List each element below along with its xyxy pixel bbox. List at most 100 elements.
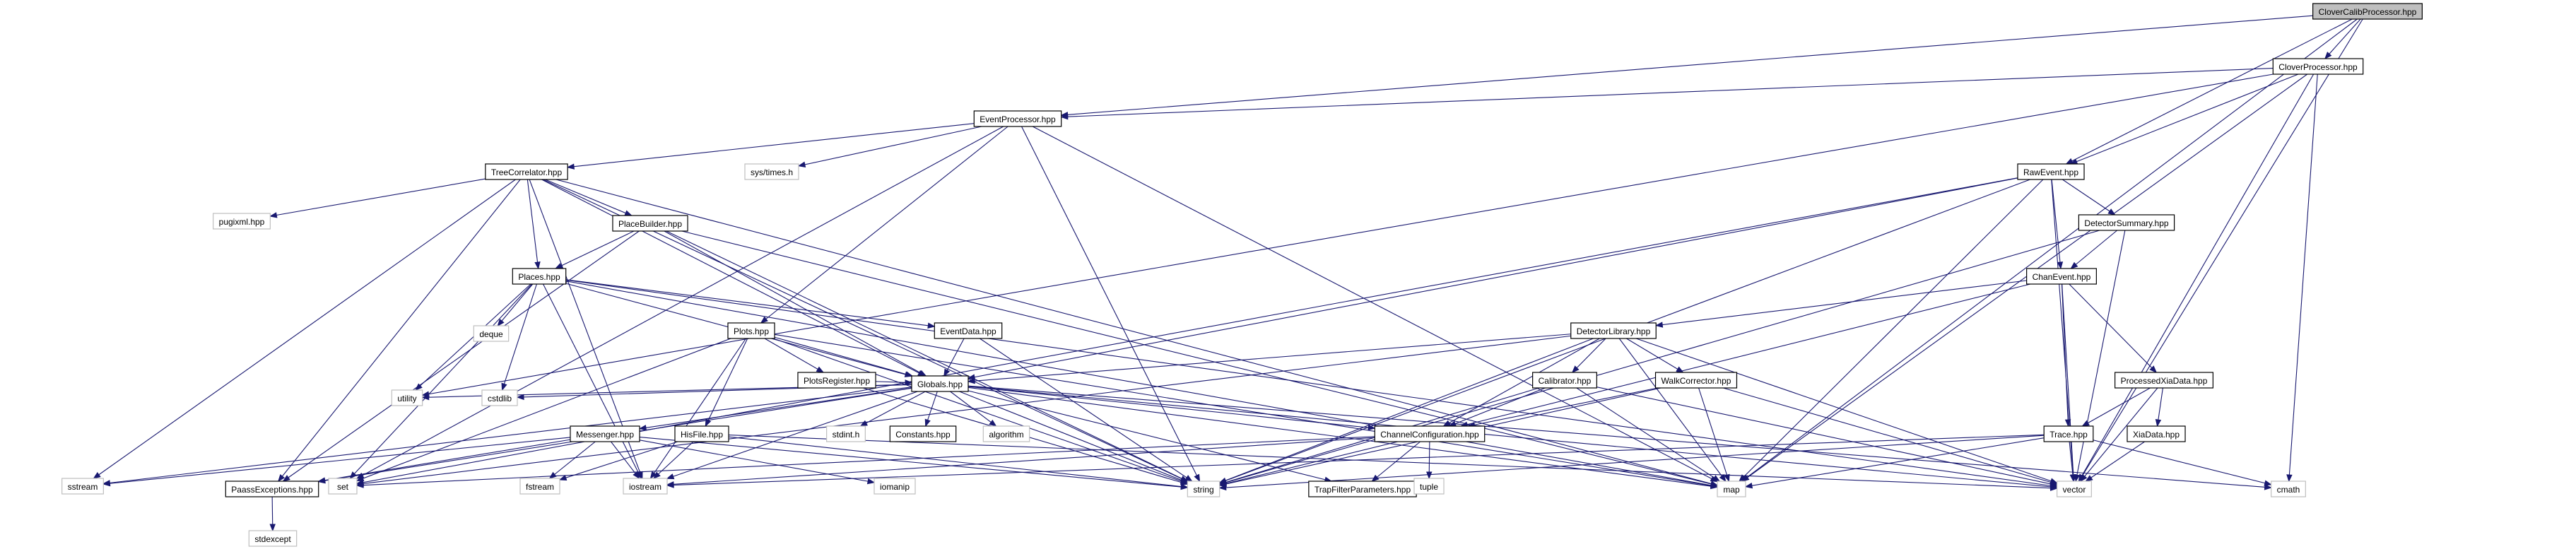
edge-rawevent-to-globals xyxy=(968,177,2018,379)
arrowhead-globals-to-iostream xyxy=(666,473,675,480)
node-label-messenger: Messenger.hpp xyxy=(576,430,634,440)
node-label-procxia: ProcessedXiaData.hpp xyxy=(2121,376,2208,386)
arrowhead-places-to-cstdlib xyxy=(501,382,507,391)
arrowhead-messenger-to-iomanip xyxy=(866,478,876,485)
arrowhead-clover-to-eventproc xyxy=(1060,113,1069,120)
arrowhead-detlib-to-globals xyxy=(967,377,975,384)
arrowhead-clover-to-cmath xyxy=(2286,474,2293,483)
edge-chanconfig-to-iostream xyxy=(666,437,1375,485)
arrowhead-rawevent-to-detsummary xyxy=(2107,208,2116,216)
arrowhead-globals-to-chanconfig xyxy=(1368,424,1376,431)
node-detlib[interactable]: DetectorLibrary.hpp xyxy=(1570,322,1657,339)
node-utility: utility xyxy=(391,389,423,406)
node-box-places xyxy=(512,268,567,285)
edge-plots-to-hisfile xyxy=(705,338,748,427)
arrowhead-detlib-to-calibrator xyxy=(1571,365,1580,373)
node-xiadata[interactable]: XiaData.hpp xyxy=(2127,425,2186,442)
node-box-utility xyxy=(391,389,423,406)
node-places[interactable]: Places.hpp xyxy=(512,268,567,285)
node-calibrator[interactable]: Calibrator.hpp xyxy=(1532,372,1597,389)
node-hisfile[interactable]: HisFile.hpp xyxy=(674,425,729,442)
arrowhead-eventproc-to-plots xyxy=(760,316,768,324)
arrowhead-messenger-to-iostream xyxy=(633,471,640,480)
node-eventproc[interactable]: EventProcessor.hpp xyxy=(973,110,1062,127)
edge-treecorr-to-sstream xyxy=(93,179,516,479)
node-label-places: Places.hpp xyxy=(518,272,560,282)
arrowhead-places-to-utility xyxy=(414,383,423,391)
arrowhead-paassexc-to-stdexcept xyxy=(269,524,276,532)
node-clover[interactable]: CloverProcessor.hpp xyxy=(2272,58,2364,75)
node-treecorr[interactable]: TreeCorrelator.hpp xyxy=(485,163,568,180)
edge-eventproc-to-string xyxy=(1021,126,1200,482)
edge-clover-to-rawevent xyxy=(2070,73,2299,165)
edge-hisfile-to-fstream xyxy=(559,441,678,481)
node-label-systimes: sys/times.h xyxy=(751,167,793,177)
edge-treecorr-to-map xyxy=(555,179,1718,486)
edge-clover-to-vector xyxy=(2078,73,2315,482)
edge-plots-to-globals xyxy=(774,336,912,377)
node-label-rawevent: RawEvent.hpp xyxy=(2023,167,2078,177)
node-box-walkcorr xyxy=(1654,372,1738,389)
node-box-vector xyxy=(2057,481,2092,497)
edge-clover-to-eventproc xyxy=(1061,68,2274,118)
node-label-treecorr: TreeCorrelator.hpp xyxy=(491,167,563,177)
edge-root-to-rawevent xyxy=(2066,18,2353,165)
node-globals[interactable]: Globals.hpp xyxy=(911,375,969,392)
node-box-iostream xyxy=(623,478,668,495)
arrowhead-eventdata-to-string xyxy=(1184,475,1193,482)
edge-plots-to-string xyxy=(773,338,1188,484)
edge-places-to-set xyxy=(349,283,533,479)
node-procxia[interactable]: ProcessedXiaData.hpp xyxy=(2115,372,2213,389)
edge-calibrator-to-map xyxy=(1576,387,1720,482)
edge-detsummary-to-chanevent xyxy=(2070,230,2118,269)
node-label-map: map xyxy=(1723,485,1740,495)
edge-globals-to-map xyxy=(968,387,1718,488)
edge-places-to-map xyxy=(565,281,1718,487)
edge-hisfile-to-iostream xyxy=(653,441,694,479)
node-box-rawevent xyxy=(2017,163,2085,180)
arrowhead-globals-to-constants xyxy=(924,418,931,428)
node-rawevent[interactable]: RawEvent.hpp xyxy=(2017,163,2085,180)
node-label-cmath: cmath xyxy=(2277,485,2300,495)
node-label-set: set xyxy=(337,482,349,492)
node-detsummary[interactable]: DetectorSummary.hpp xyxy=(2078,214,2175,231)
arrowhead-places-to-deque xyxy=(497,319,505,327)
edge-eventproc-to-systimes xyxy=(798,126,982,167)
node-label-tuple: tuple xyxy=(1420,482,1438,492)
edge-procxia-to-trace xyxy=(2082,387,2151,427)
node-chanevent[interactable]: ChanEvent.hpp xyxy=(2026,268,2097,285)
node-box-placebuilder xyxy=(612,215,688,232)
edge-treecorr-to-placebuilder xyxy=(545,179,632,216)
node-chanconfig[interactable]: ChannelConfiguration.hpp xyxy=(1374,425,1486,442)
node-messenger[interactable]: Messenger.hpp xyxy=(570,425,640,442)
node-root[interactable]: CloverCalibProcessor.hpp xyxy=(2312,3,2423,20)
edge-procxia-to-vector xyxy=(2080,387,2158,482)
node-paassexc[interactable]: PaassExceptions.hpp xyxy=(225,481,319,497)
arrowhead-rawevent-to-chanevent xyxy=(2057,261,2064,270)
edge-walkcorr-to-vector xyxy=(1723,387,2057,485)
node-placebuilder[interactable]: PlaceBuilder.hpp xyxy=(612,215,688,232)
node-walkcorr[interactable]: WalkCorrector.hpp xyxy=(1654,372,1738,389)
arrowhead-calibrator-to-map xyxy=(1712,475,1721,482)
edge-root-to-vector xyxy=(2078,18,2363,482)
edge-walkcorr-to-chanconfig xyxy=(1468,387,1658,427)
arrowhead-hisfile-to-iostream xyxy=(652,471,661,479)
node-box-procxia xyxy=(2115,372,2213,389)
node-label-plots: Plots.hpp xyxy=(734,326,769,336)
node-trace[interactable]: Trace.hpp xyxy=(2043,425,2094,442)
arrowhead-treecorr-to-places xyxy=(534,261,541,270)
arrowhead-procxia-to-trace xyxy=(2081,420,2090,427)
node-trapfilter[interactable]: TrapFilterParameters.hpp xyxy=(1308,481,1417,497)
node-plotsreg[interactable]: PlotsRegister.hpp xyxy=(797,372,876,389)
node-box-sstream xyxy=(61,478,104,495)
arrowhead-trace-to-vector xyxy=(2069,474,2076,483)
node-label-hisfile: HisFile.hpp xyxy=(681,430,723,440)
edge-trace-to-cmath xyxy=(2093,440,2271,485)
arrowhead-chanconfig-to-iostream xyxy=(666,481,674,488)
node-box-messenger xyxy=(570,425,640,442)
node-eventdata[interactable]: EventData.hpp xyxy=(934,322,1003,339)
node-plots[interactable]: Plots.hpp xyxy=(727,322,775,339)
node-box-plots xyxy=(727,322,775,339)
node-box-eventdata xyxy=(934,322,1003,339)
node-constants[interactable]: Constants.hpp xyxy=(889,425,957,442)
